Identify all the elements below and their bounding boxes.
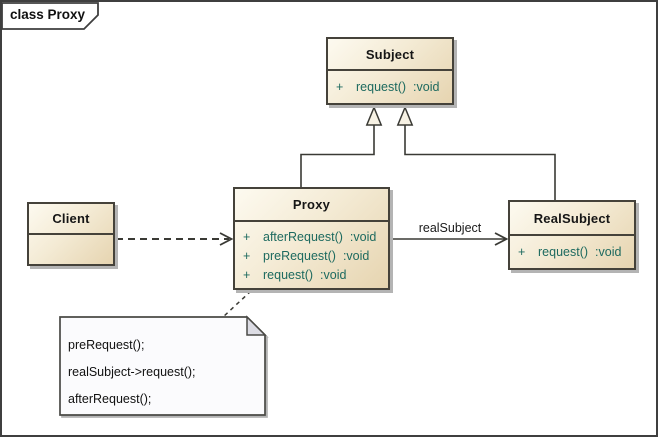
- class-box-client[interactable]: Client: [27, 202, 115, 266]
- note-line: preRequest();: [68, 338, 145, 352]
- class-box-proxy[interactable]: Proxy + afterRequest() :void + preReques…: [233, 187, 390, 290]
- note-fold-icon: [246, 315, 267, 336]
- method-row: + afterRequest() :void: [243, 229, 377, 244]
- generalization-triangle-icon: [365, 105, 383, 126]
- method-row: + request() :void: [518, 245, 622, 259]
- class-name: Client: [29, 204, 113, 235]
- class-name: Subject: [328, 39, 452, 71]
- generalization-triangle-icon: [396, 105, 414, 126]
- open-arrowhead-icon: [494, 232, 509, 246]
- generalization-proxy-subject[interactable]: [300, 125, 375, 187]
- method-row: + preRequest() :void: [243, 248, 370, 263]
- note-shape[interactable]: [59, 315, 267, 416]
- diagram-frame-title: class Proxy: [10, 7, 86, 22]
- method-row: + request() :void: [336, 80, 440, 94]
- class-name: RealSubject: [510, 202, 634, 236]
- class-box-realsubject[interactable]: RealSubject + request() :void: [508, 200, 636, 270]
- method-row: + request() :void: [243, 267, 347, 282]
- class-name: Proxy: [235, 189, 388, 222]
- generalization-realsubject-subject[interactable]: [404, 125, 556, 200]
- class-box-subject[interactable]: Subject + request() :void: [326, 37, 454, 105]
- note-line: realSubject->request();: [68, 365, 196, 379]
- empty-compartment: [29, 235, 113, 264]
- note-line: afterRequest();: [68, 392, 152, 406]
- open-arrowhead-icon: [219, 232, 234, 246]
- note-attachment-line[interactable]: [222, 290, 252, 318]
- association-role-label: realSubject: [418, 221, 482, 235]
- frame-title-tab: [2, 2, 99, 30]
